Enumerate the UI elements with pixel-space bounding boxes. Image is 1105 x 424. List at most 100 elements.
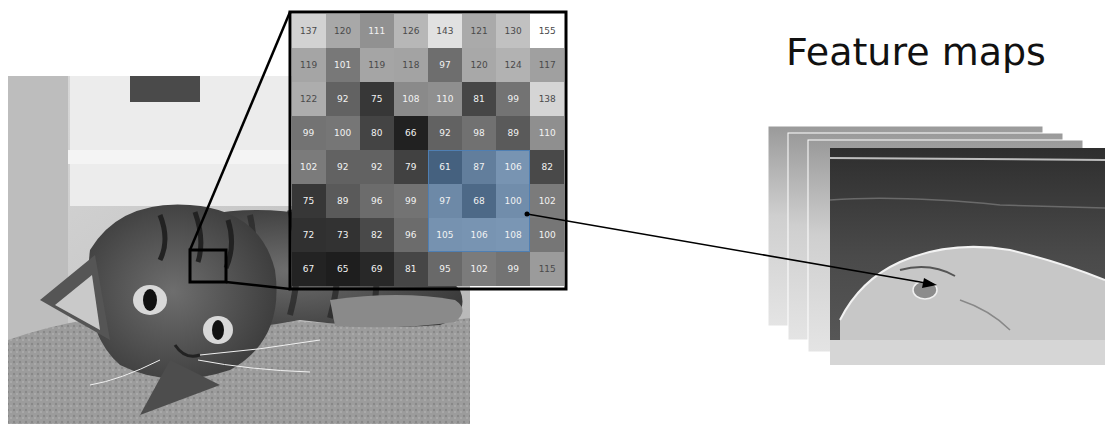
pixel-cell: 69 [360,252,394,286]
pixel-cell: 96 [360,184,394,218]
pixel-value: 97 [439,196,450,206]
pixel-value: 99 [507,264,518,274]
pixel-cell: 81 [462,82,496,116]
pixel-value: 99 [507,94,518,104]
pixel-value: 100 [334,128,351,138]
pixel-value: 117 [539,60,556,70]
pixel-cell: 92 [428,116,462,150]
pixel-value: 122 [300,94,317,104]
pixel-cell: 92 [360,150,394,184]
pixel-cell: 110 [428,82,462,116]
pixel-cell: 119 [360,48,394,82]
pixel-value: 121 [470,26,487,36]
pixel-cell: 110 [530,116,564,150]
pixel-value: 92 [337,94,348,104]
pixel-value: 92 [337,162,348,172]
pixel-value: 102 [470,264,487,274]
pixel-cell: 117 [530,48,564,82]
pixel-value: 72 [303,230,314,240]
pixel-value: 61 [439,162,450,172]
pixel-value: 100 [539,230,556,240]
pixel-value: 119 [368,60,385,70]
pixel-value: 75 [371,94,382,104]
pixel-value: 110 [436,94,453,104]
pixel-value: 155 [539,26,556,36]
pixel-value: 75 [303,196,314,206]
pixel-value: 106 [505,162,522,172]
pixel-cell: 98 [462,116,496,150]
pixel-value: 99 [405,196,416,206]
pixel-cell: 75 [292,184,326,218]
pixel-cell: 118 [394,48,428,82]
pixel-value: 105 [436,230,453,240]
arrow-line [527,214,926,283]
pixel-value: 111 [368,26,385,36]
pixel-cell: 120 [326,14,360,48]
heading: Feature maps [786,30,1046,74]
pixel-cell: 65 [326,252,360,286]
pixel-value: 108 [402,94,419,104]
pixel-cell: 89 [326,184,360,218]
pixel-cell: 73 [326,218,360,252]
pixel-cell: 111 [360,14,394,48]
pixel-value: 118 [402,60,419,70]
pixel-cell: 72 [292,218,326,252]
pixel-cell: 122 [292,82,326,116]
pixel-cell: 99 [496,252,530,286]
pixel-cell: 143 [428,14,462,48]
pixel-cell: 138 [530,82,564,116]
pixel-value: 65 [337,264,348,274]
pixel-cell: 108 [394,82,428,116]
pixel-value: 66 [405,128,416,138]
pixel-value: 115 [539,264,556,274]
pixel-value: 89 [337,196,348,206]
pixel-cell: 96 [394,218,428,252]
pixel-value: 89 [507,128,518,138]
pixel-value: 73 [337,230,348,240]
pixel-cell: 82 [360,218,394,252]
pixel-value: 126 [402,26,419,36]
pixel-value: 87 [473,162,484,172]
pixel-value: 82 [371,230,382,240]
pixel-value: 98 [473,128,484,138]
pixel-cell: 124 [496,48,530,82]
pixel-cell: 92 [326,82,360,116]
pixel-cell: 119 [292,48,326,82]
pixel-cell: 155 [530,14,564,48]
pixel-value: 138 [539,94,556,104]
pixel-value: 120 [334,26,351,36]
pixel-cell: 115 [530,252,564,286]
pixel-cell: 99 [496,82,530,116]
pixel-value: 143 [436,26,453,36]
pixel-cell: 99 [292,116,326,150]
pixel-cell: 120 [462,48,496,82]
pixel-value: 108 [505,230,522,240]
pixel-value: 67 [303,264,314,274]
pixel-value: 68 [473,196,484,206]
pixel-cell: 126 [394,14,428,48]
pixel-value: 92 [439,128,450,138]
pixel-cell: 102 [292,150,326,184]
pixel-value: 81 [473,94,484,104]
grid-border [290,12,566,289]
pixel-cell: 75 [360,82,394,116]
pixel-value: 80 [371,128,382,138]
pixel-cell: 81 [394,252,428,286]
pixel-value: 101 [334,60,351,70]
pixel-value: 102 [300,162,317,172]
pixel-value: 96 [371,196,382,206]
pixel-value: 69 [371,264,382,274]
pixel-cell: 89 [496,116,530,150]
pixel-value: 119 [300,60,317,70]
pixel-cell: 100 [326,116,360,150]
pixel-value: 99 [303,128,314,138]
pixel-cell: 99 [394,184,428,218]
pixel-value: 110 [539,128,556,138]
pixel-value: 82 [542,162,553,172]
arrow-head [922,278,937,288]
pixel-cell: 97 [428,48,462,82]
pixel-cell: 66 [394,116,428,150]
pixel-value: 96 [405,230,416,240]
pixel-cell: 92 [326,150,360,184]
pixel-cell: 137 [292,14,326,48]
